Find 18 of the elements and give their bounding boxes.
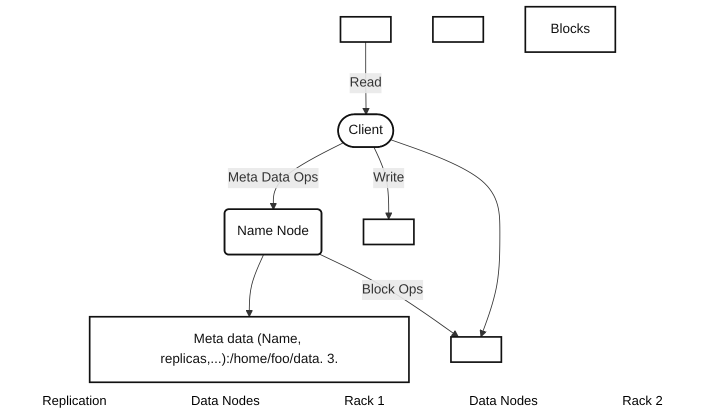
arrow	[320, 254, 459, 338]
note-label: Rack 2	[622, 393, 663, 408]
note-label: Data Nodes	[191, 393, 260, 408]
node-box	[340, 16, 392, 43]
note-label: Data Nodes	[469, 393, 538, 408]
note-label: Replication	[42, 393, 107, 408]
note-label: Rack 1	[344, 393, 385, 408]
edge-label: Block Ops	[362, 282, 424, 297]
edge-label: Meta Data Ops	[228, 170, 318, 185]
arrow	[246, 254, 264, 318]
node-box: Meta data (Name, replicas,...):/home/foo/data. 3.	[88, 316, 410, 384]
node-box: Blocks	[524, 6, 616, 53]
node-box	[432, 16, 484, 43]
node-box	[362, 218, 415, 246]
arrow	[390, 139, 500, 338]
node-box	[450, 336, 502, 363]
edge-label: Read	[350, 76, 382, 90]
edge-label: Write	[373, 170, 404, 185]
